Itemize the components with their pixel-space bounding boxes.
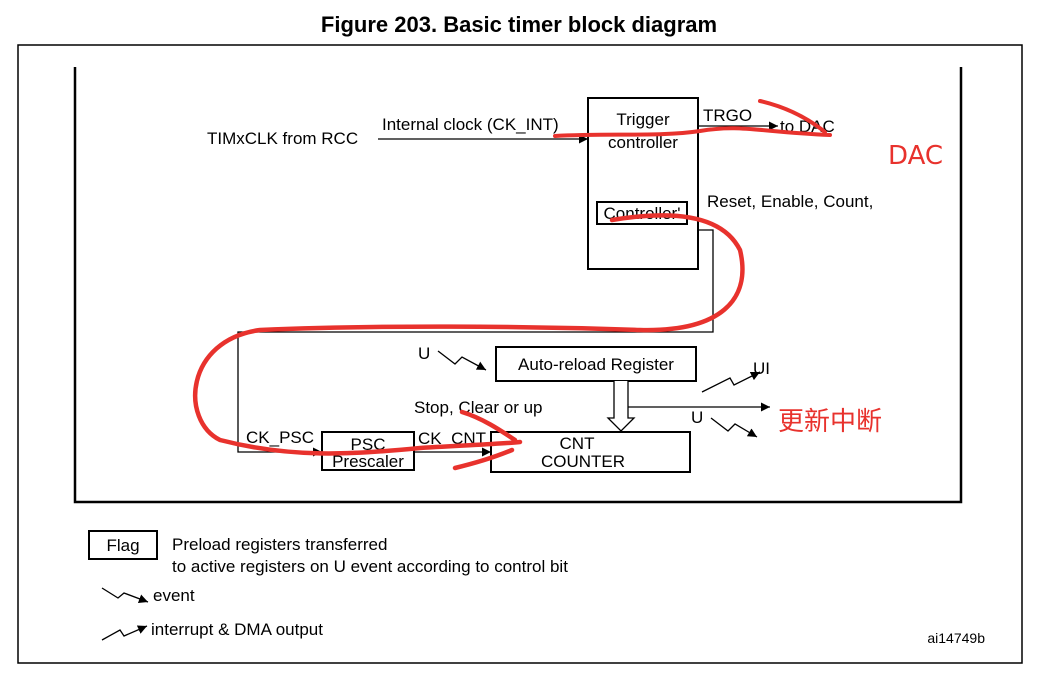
figure-title: Figure 203. Basic timer block diagram bbox=[320, 12, 718, 37]
outer-frame bbox=[17, 44, 1023, 664]
trgo-label: TRGO bbox=[703, 106, 752, 125]
legend-preload-1: Preload registers transferred bbox=[172, 535, 387, 554]
trigger-label-1: Trigger bbox=[616, 110, 670, 129]
cnt-label-1: CNT bbox=[560, 434, 595, 453]
psc-label-2: Prescaler bbox=[332, 452, 404, 471]
red-annotation-top bbox=[553, 99, 832, 138]
reset-enable-label: Reset, Enable, Count, bbox=[707, 192, 873, 211]
psc-label-1: PSC bbox=[351, 435, 386, 454]
legend-preload-2: to active registers on U event according… bbox=[172, 557, 568, 576]
legend-event-label: event bbox=[153, 586, 195, 605]
legend-event-arrow bbox=[101, 587, 149, 604]
auto-reload-box bbox=[495, 346, 697, 382]
legend-interrupt-arrow bbox=[101, 625, 148, 641]
dac-annotation: DAC bbox=[888, 141, 943, 171]
trigger-label-2: controller bbox=[608, 133, 678, 152]
red-annotation-loop bbox=[192, 213, 745, 471]
internal-clock-label: Internal clock (CK_INT) bbox=[382, 115, 559, 134]
u-top-label: U bbox=[418, 344, 430, 363]
interrupt-arrow bbox=[701, 371, 761, 393]
ui-label: UI bbox=[753, 359, 770, 378]
trigger-controller-box bbox=[587, 97, 699, 270]
auto-reload-label: Auto-reload Register bbox=[518, 355, 674, 374]
legend-flag-label: Flag bbox=[106, 536, 139, 555]
event-arrow-right bbox=[710, 417, 758, 438]
legend-interrupt-label: interrupt & DMA output bbox=[151, 620, 323, 639]
timxclk-label: TIMxCLK from RCC bbox=[207, 129, 358, 148]
cnt-counter-box bbox=[490, 431, 691, 473]
event-arrow-top bbox=[437, 350, 487, 371]
inner-frame bbox=[73, 67, 963, 504]
legend-flag-box bbox=[88, 530, 158, 560]
figure-id: ai14749b bbox=[927, 630, 985, 646]
control-line bbox=[237, 229, 714, 457]
reload-transfer-arrow bbox=[606, 381, 636, 432]
ck-psc-label: CK_PSC bbox=[246, 428, 314, 447]
cnt-label-2: COUNTER bbox=[541, 452, 625, 471]
update-interrupt-annotation: 更新中断 bbox=[778, 407, 882, 437]
stop-clear-label: Stop, Clear or up bbox=[414, 398, 543, 417]
u-right-label: U bbox=[691, 408, 703, 427]
